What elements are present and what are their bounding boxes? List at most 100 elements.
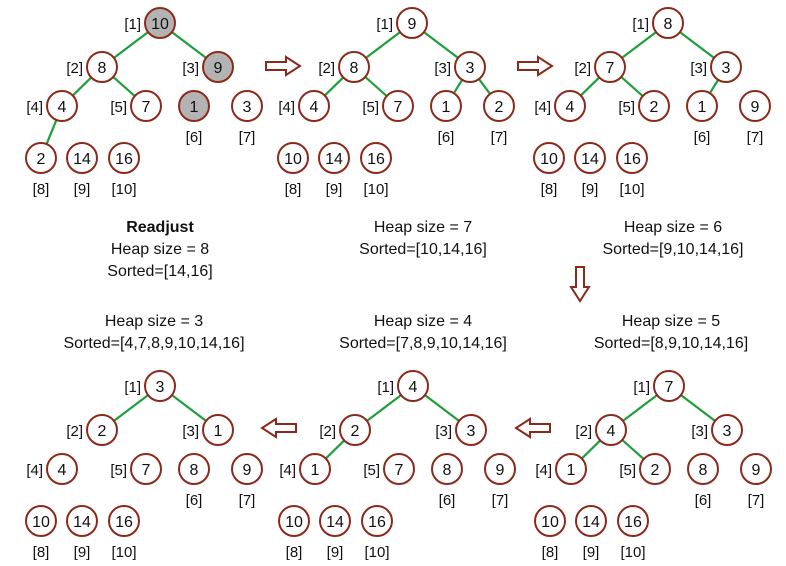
node-value: 16: [367, 151, 385, 168]
node-value: 1: [190, 99, 199, 116]
node-circle: [299, 453, 331, 485]
node-value: 2: [37, 151, 46, 168]
heap-node: 14[9]: [66, 505, 98, 561]
node-value: 16: [115, 151, 133, 168]
node-circle: [431, 453, 463, 485]
node-index-label: [2]: [574, 60, 591, 77]
heap-node: 4[4]: [534, 90, 586, 122]
node-circle: [652, 7, 684, 39]
heap-node: 3[3]: [690, 51, 742, 83]
tree-edge: [621, 31, 657, 59]
node-circle: [130, 90, 162, 122]
node-circle: [382, 90, 414, 122]
node-index-label: [2]: [318, 60, 335, 77]
heap-node: 7[2]: [574, 51, 626, 83]
node-circle: [144, 7, 176, 39]
heap-node: 2[2]: [319, 414, 371, 446]
node-circle: [594, 51, 626, 83]
node-index-label: [5]: [619, 462, 636, 479]
heap-node: 8[6]: [431, 453, 463, 509]
heap-panel-5: 4[1]2[2]3[3]1[4]7[5]8[6]9[7]10[8]14[9]16…: [278, 313, 516, 561]
node-value: 8: [699, 462, 708, 479]
node-index-label: [2]: [575, 423, 592, 440]
caption-line: Sorted=[14,16]: [107, 263, 212, 280]
node-index-label: [10]: [619, 181, 644, 198]
tree-edge: [113, 31, 149, 59]
heap-node: 8[2]: [318, 51, 370, 83]
node-value: 10: [32, 514, 50, 531]
node-value: 7: [394, 99, 403, 116]
tree-edge: [579, 76, 601, 97]
node-value: 2: [98, 423, 107, 440]
node-value: 14: [326, 514, 344, 531]
node-value: 8: [190, 462, 199, 479]
heap-node: 4[4]: [26, 90, 78, 122]
node-circle: [454, 51, 486, 83]
node-value: 14: [73, 514, 91, 531]
heap-node: 16[10]: [360, 142, 392, 198]
node-circle: [430, 90, 462, 122]
heap-node: 16[10]: [361, 505, 393, 561]
node-index-label: [6]: [439, 492, 456, 509]
node-index-label: [6]: [438, 129, 455, 146]
heap-node: 7[5]: [363, 453, 415, 485]
tree-edge: [364, 76, 388, 97]
node-index-label: [4]: [534, 99, 551, 116]
caption-line: Heap size = 8: [111, 241, 209, 258]
node-index-label: [7]: [239, 492, 256, 509]
tree-edge: [45, 119, 58, 145]
node-circle: [383, 453, 415, 485]
tree-edge: [112, 76, 136, 97]
tree-edge: [452, 79, 464, 94]
tree-edge: [478, 78, 491, 95]
tree-edge: [424, 394, 460, 422]
arrow-left-icon: [514, 417, 551, 439]
node-value: 10: [285, 514, 303, 531]
heap-panel-6: 3[1]2[2]1[3]4[4]7[5]8[6]9[7]10[8]14[9]16…: [25, 313, 263, 561]
node-index-label: [10]: [111, 181, 136, 198]
node-index-label: [6]: [694, 129, 711, 146]
node-index-label: [3]: [182, 60, 199, 77]
heap-node: 16[10]: [108, 505, 140, 561]
node-circle: [687, 453, 719, 485]
heap-panel-4: 7[1]4[2]3[3]1[4]2[5]8[6]9[7]10[8]14[9]16…: [534, 313, 772, 561]
node-circle: [46, 90, 78, 122]
heap-node: 9[1]: [376, 7, 428, 39]
node-index-label: [4]: [279, 462, 296, 479]
node-value: 14: [582, 514, 600, 531]
node-index-label: [5]: [362, 99, 379, 116]
node-circle: [595, 414, 627, 446]
node-index-label: [10]: [620, 544, 645, 561]
node-index-label: [9]: [326, 181, 343, 198]
heap-node: 14[9]: [319, 505, 351, 561]
tree-edge: [171, 31, 207, 59]
node-value: 14: [325, 151, 343, 168]
node-value: 9: [751, 99, 760, 116]
node-circle: [46, 453, 78, 485]
node-circle: [653, 370, 685, 402]
node-index-label: [2]: [66, 423, 83, 440]
node-index-label: [7]: [748, 492, 765, 509]
node-value: 4: [58, 462, 67, 479]
caption-line: Sorted=[7,8,9,10,14,16]: [339, 335, 507, 352]
tree-edge: [365, 31, 401, 59]
heap-node: 4[4]: [26, 453, 78, 485]
node-circle: [277, 142, 309, 174]
node-index-label: [5]: [618, 99, 635, 116]
heap-node: 4[1]: [377, 370, 429, 402]
node-index-label: [1]: [124, 16, 141, 33]
node-index-label: [10]: [364, 544, 389, 561]
heap-node: 8[6]: [687, 453, 719, 509]
node-value: 14: [581, 151, 599, 168]
node-index-label: [10]: [111, 544, 136, 561]
heap-node: 4[2]: [575, 414, 627, 446]
heap-node: 3[7]: [231, 90, 263, 146]
node-value: 9: [214, 60, 223, 77]
node-index-label: [9]: [582, 181, 599, 198]
node-index-label: [7]: [747, 129, 764, 146]
tree-edge: [620, 76, 644, 97]
caption-line: Heap size = 3: [105, 313, 203, 330]
caption-line: Heap size = 7: [374, 219, 472, 236]
caption-line: Sorted=[10,14,16]: [359, 241, 487, 258]
